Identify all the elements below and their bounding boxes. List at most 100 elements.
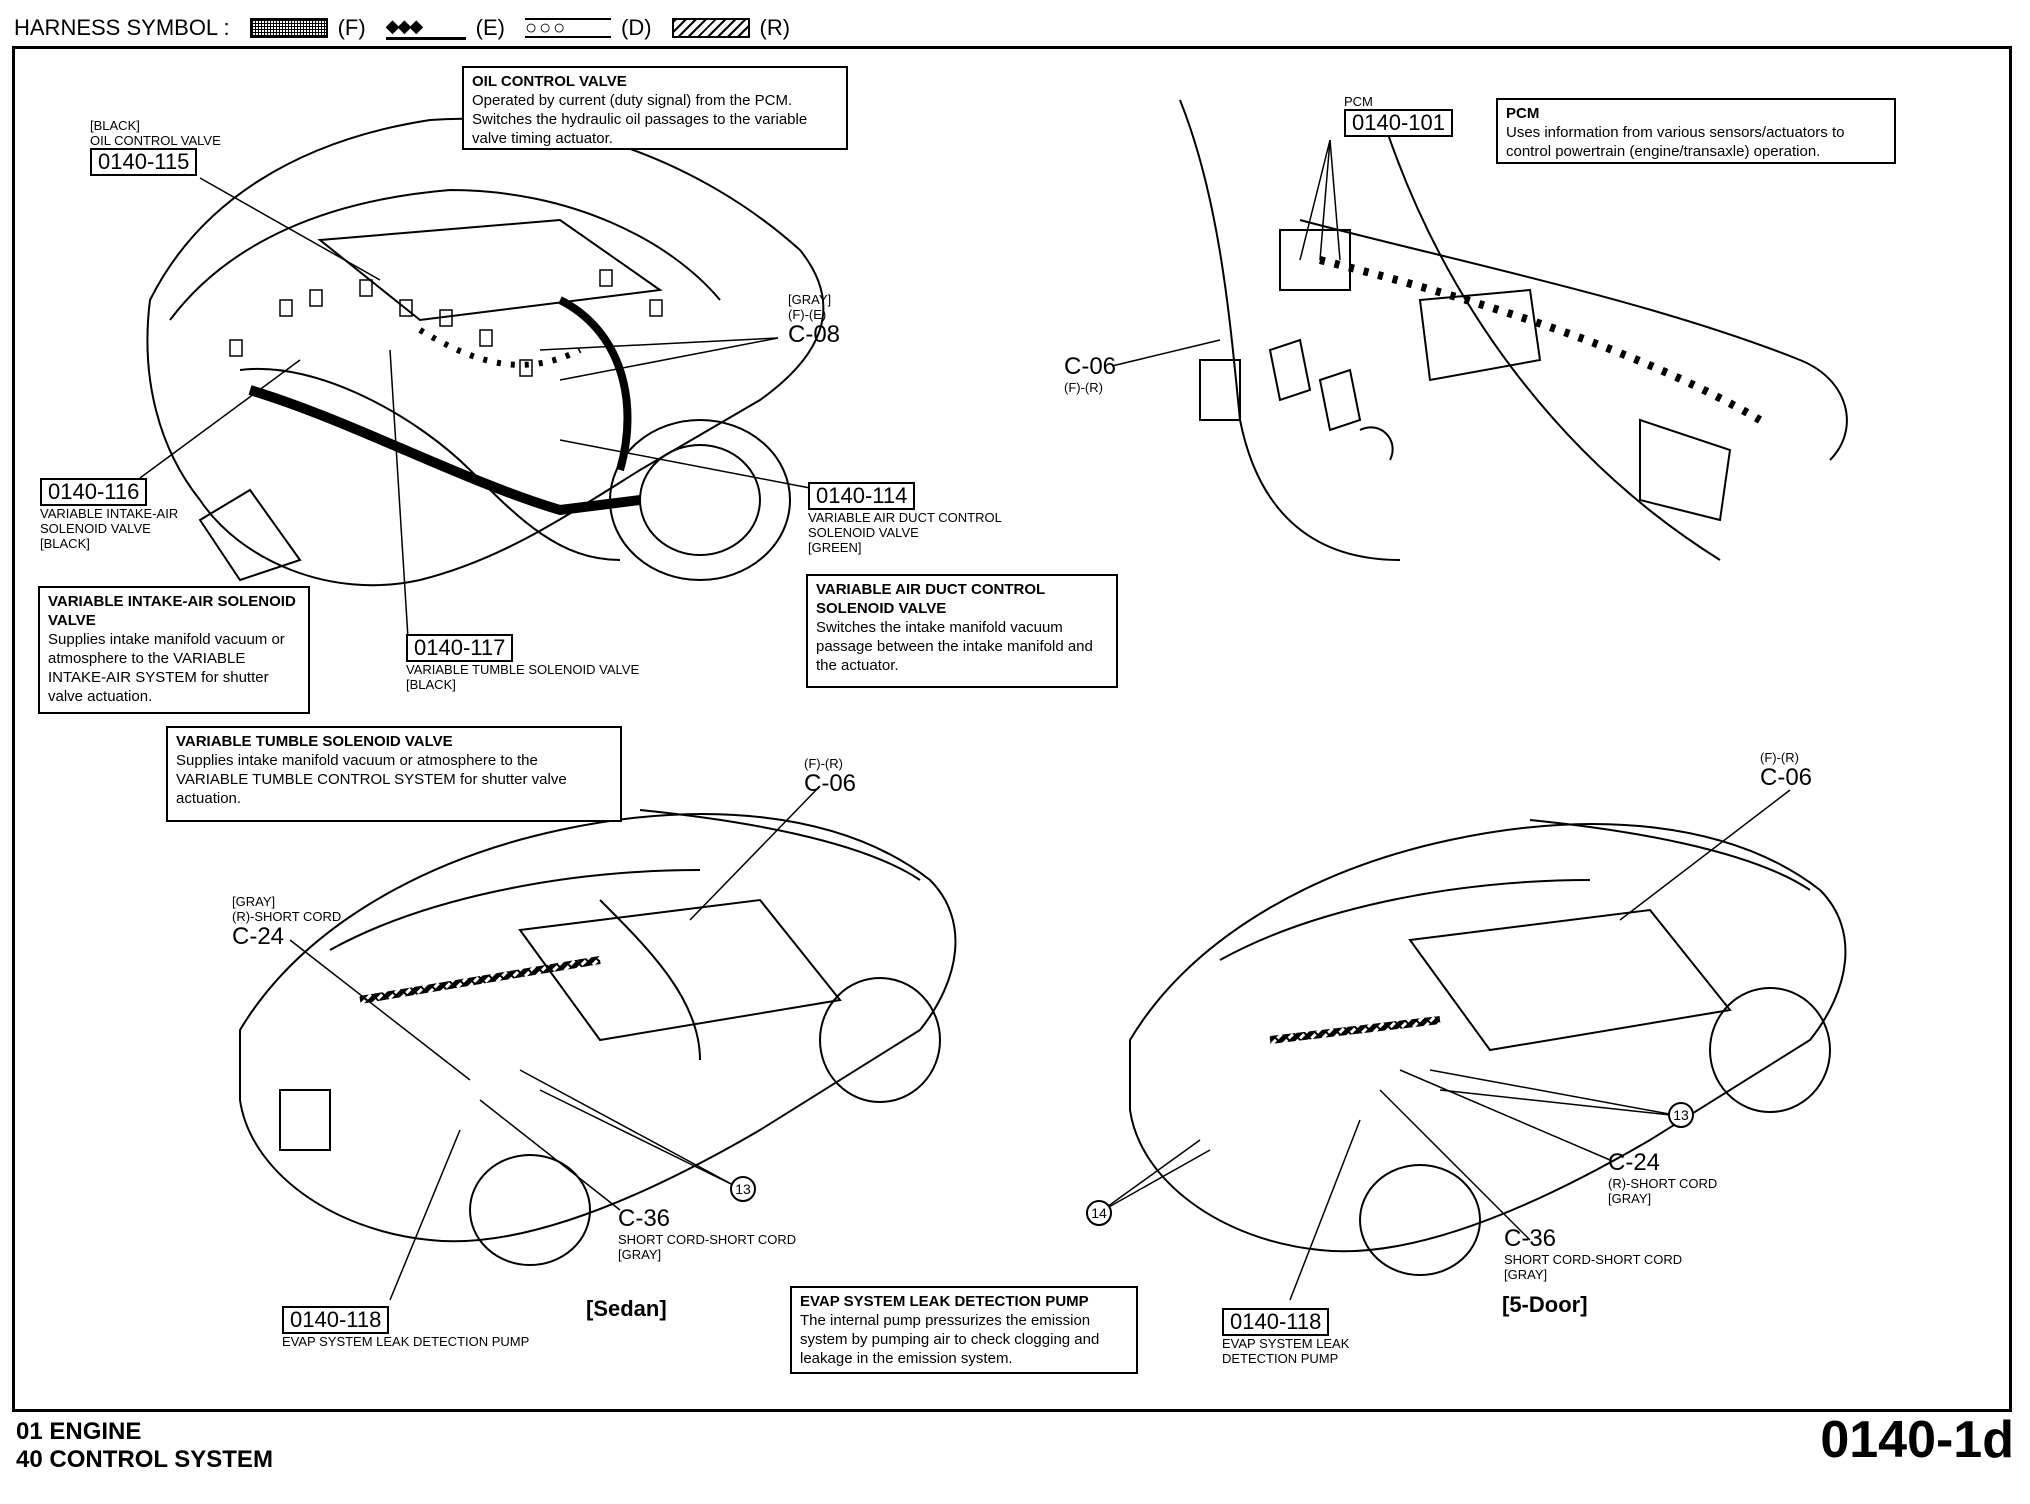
oil-control-valve-callout: OIL CONTROL VALVE Operated by current (d… [462,66,848,150]
callout-body: Operated by current (duty signal) from t… [472,92,808,147]
legend-code-r: (R) [759,15,791,40]
connector-name: VARIABLE INTAKE-AIR [40,506,179,521]
harness-f-symbol [249,18,328,38]
engine-bay-drawing [146,117,825,587]
connector-c-06-sedan: (F)-(R) C-06 [804,756,856,797]
section-footer: 01 ENGINE 40 CONTROL SYSTEM [16,1418,273,1474]
connector-0140-118-sedan: 0140-118 EVAP SYSTEM LEAK DETECTION PUMP [282,1306,529,1349]
connector-0140-114: 0140-114 VARIABLE AIR DUCT CONTROL SOLEN… [808,482,1002,555]
legend-code-e: (E) [475,15,505,40]
callout-body: Supplies intake manifold vacuum or atmos… [48,631,285,705]
connector-code: C-06 [804,770,857,797]
ground-number: 13 [1673,1107,1689,1123]
connector-type: (F)-(R) [804,756,843,771]
connector-c-24-sedan: [GRAY] (R)-SHORT CORD C-24 [232,894,341,950]
connector-type: (R)-SHORT CORD [1608,1176,1718,1191]
callout-body: The internal pump pressurizes the emissi… [800,1312,1100,1367]
ground-13-five-door: 13 [1668,1102,1694,1128]
footer-line-engine: 01 ENGINE [16,1418,142,1445]
connector-name: SOLENOID VALVE [40,521,151,536]
connector-code: 0140-115 [90,148,198,176]
connector-type: SHORT CORD-SHORT CORD [1504,1252,1683,1267]
ground-14-five-door: 14 [1086,1200,1112,1226]
connector-color: [GRAY] [1504,1267,1548,1282]
variable-tumble-callout: VARIABLE TUMBLE SOLENOID VALVE Supplies … [166,726,622,822]
connector-type: SHORT CORD-SHORT CORD [618,1232,797,1247]
connector-color: [GRAY] [788,292,832,307]
connector-type: (F)-(E) [788,307,827,322]
callout-body: Uses information from various sensors/ac… [1506,124,1845,160]
connector-c-24-five-door: C-24 (R)-SHORT CORD [GRAY] [1608,1149,1718,1207]
connector-code: C-36 [618,1205,671,1232]
connector-color: [BLACK] [406,677,456,692]
ground-number: 14 [1091,1205,1107,1221]
connector-code: C-08 [788,321,841,348]
pcm-callout: PCM Uses information from various sensor… [1496,98,1896,164]
legend-code-d: (D) [621,15,652,40]
harness-e-symbol: ◆◆◆ [385,16,466,40]
connector-code: 0140-116 [40,478,148,506]
variant-five-door-label: [5-Door] [1502,1292,1588,1317]
sedan-drawing [239,809,957,1266]
connector-c-36-five-door: C-36 SHORT CORD-SHORT CORD [GRAY] [1504,1225,1683,1283]
connector-type: (F)-(R) [1760,750,1799,765]
harness-d-symbol: ○○○ [525,18,611,38]
callout-title: PCM [1506,105,1540,122]
connector-code: 0140-114 [808,482,916,510]
harness-r-symbol [671,18,750,38]
diagram-frame [12,46,2012,1412]
variable-intake-air-callout: VARIABLE INTAKE-AIR SOLENOID VALVE Suppl… [38,586,310,714]
connector-color: [GRAY] [232,894,276,909]
connector-color: [GRAY] [1608,1191,1652,1206]
connector-c-06-five-door: (F)-(R) C-06 [1760,750,1812,791]
connector-name: EVAP SYSTEM LEAK [1222,1336,1350,1351]
connector-c-08: [GRAY] (F)-(E) C-08 [788,292,840,348]
connector-type: (R)-SHORT CORD [232,909,342,924]
connector-name: EVAP SYSTEM LEAK DETECTION PUMP [282,1334,530,1349]
connector-code: 0140-117 [406,634,514,662]
connector-name: VARIABLE TUMBLE SOLENOID VALVE [406,662,640,677]
leader-lines [139,139,1791,1301]
dashboard-drawing [1179,99,1848,561]
connector-name: SOLENOID VALVE [808,525,919,540]
connector-name: OIL CONTROL VALVE [90,133,221,148]
connector-code: C-06 [1760,764,1813,791]
legend-label: HARNESS SYMBOL : [14,15,230,40]
connector-color: [GREEN] [808,540,862,555]
connector-color: [GRAY] [618,1247,662,1262]
callout-body: Switches the intake manifold vacuum pass… [816,619,1093,674]
page-identifier: 0140-1d [1820,1411,2014,1469]
connector-0140-116: 0140-116 VARIABLE INTAKE-AIR SOLENOID VA… [40,478,178,551]
connector-color: [BLACK] [90,118,140,133]
connector-c-06-dash: C-06 (F)-(R) [1064,353,1117,396]
ground-13-sedan: 13 [730,1176,756,1202]
connector-c-36-sedan: C-36 SHORT CORD-SHORT CORD [GRAY] [618,1205,797,1263]
callout-title: VARIABLE TUMBLE SOLENOID VALVE [176,733,453,750]
connector-code: 0140-118 [282,1306,390,1334]
ground-number: 13 [735,1181,751,1197]
connector-code: C-36 [1504,1225,1557,1252]
connector-0140-117: 0140-117 VARIABLE TUMBLE SOLENOID VALVE … [406,634,639,692]
connector-code: 0140-118 [1222,1308,1330,1336]
connector-0140-115: [BLACK] OIL CONTROL VALVE 0140-115 [90,118,221,176]
callout-title: VARIABLE AIR DUCT CONTROL SOLENOID VALVE [816,581,1045,617]
connector-code: C-24 [232,923,285,950]
connector-code: 0140-101 [1344,109,1453,137]
connector-name: DETECTION PUMP [1222,1351,1339,1366]
connector-name: VARIABLE AIR DUCT CONTROL [808,510,1002,525]
variant-sedan-label: [Sedan] [586,1296,667,1321]
callout-title: VARIABLE INTAKE-AIR SOLENOID VALVE [48,593,296,629]
callout-title: OIL CONTROL VALVE [472,73,627,90]
harness-symbol-legend: HARNESS SYMBOL : (F) ◆◆◆ (E) ○○○ (D) (R) [14,10,790,46]
connector-color: [BLACK] [40,536,90,551]
connector-type: (F)-(R) [1064,380,1103,395]
connector-code: C-06 [1064,353,1117,380]
five-door-drawing [1129,819,1847,1276]
connector-0140-101: PCM 0140-101 [1344,94,1453,137]
callout-title: EVAP SYSTEM LEAK DETECTION PUMP [800,1293,1089,1310]
footer-line-control-system: 40 CONTROL SYSTEM [16,1446,273,1473]
connector-name: PCM [1344,94,1373,109]
connector-code: C-24 [1608,1149,1661,1176]
variable-air-duct-callout: VARIABLE AIR DUCT CONTROL SOLENOID VALVE… [806,574,1118,688]
